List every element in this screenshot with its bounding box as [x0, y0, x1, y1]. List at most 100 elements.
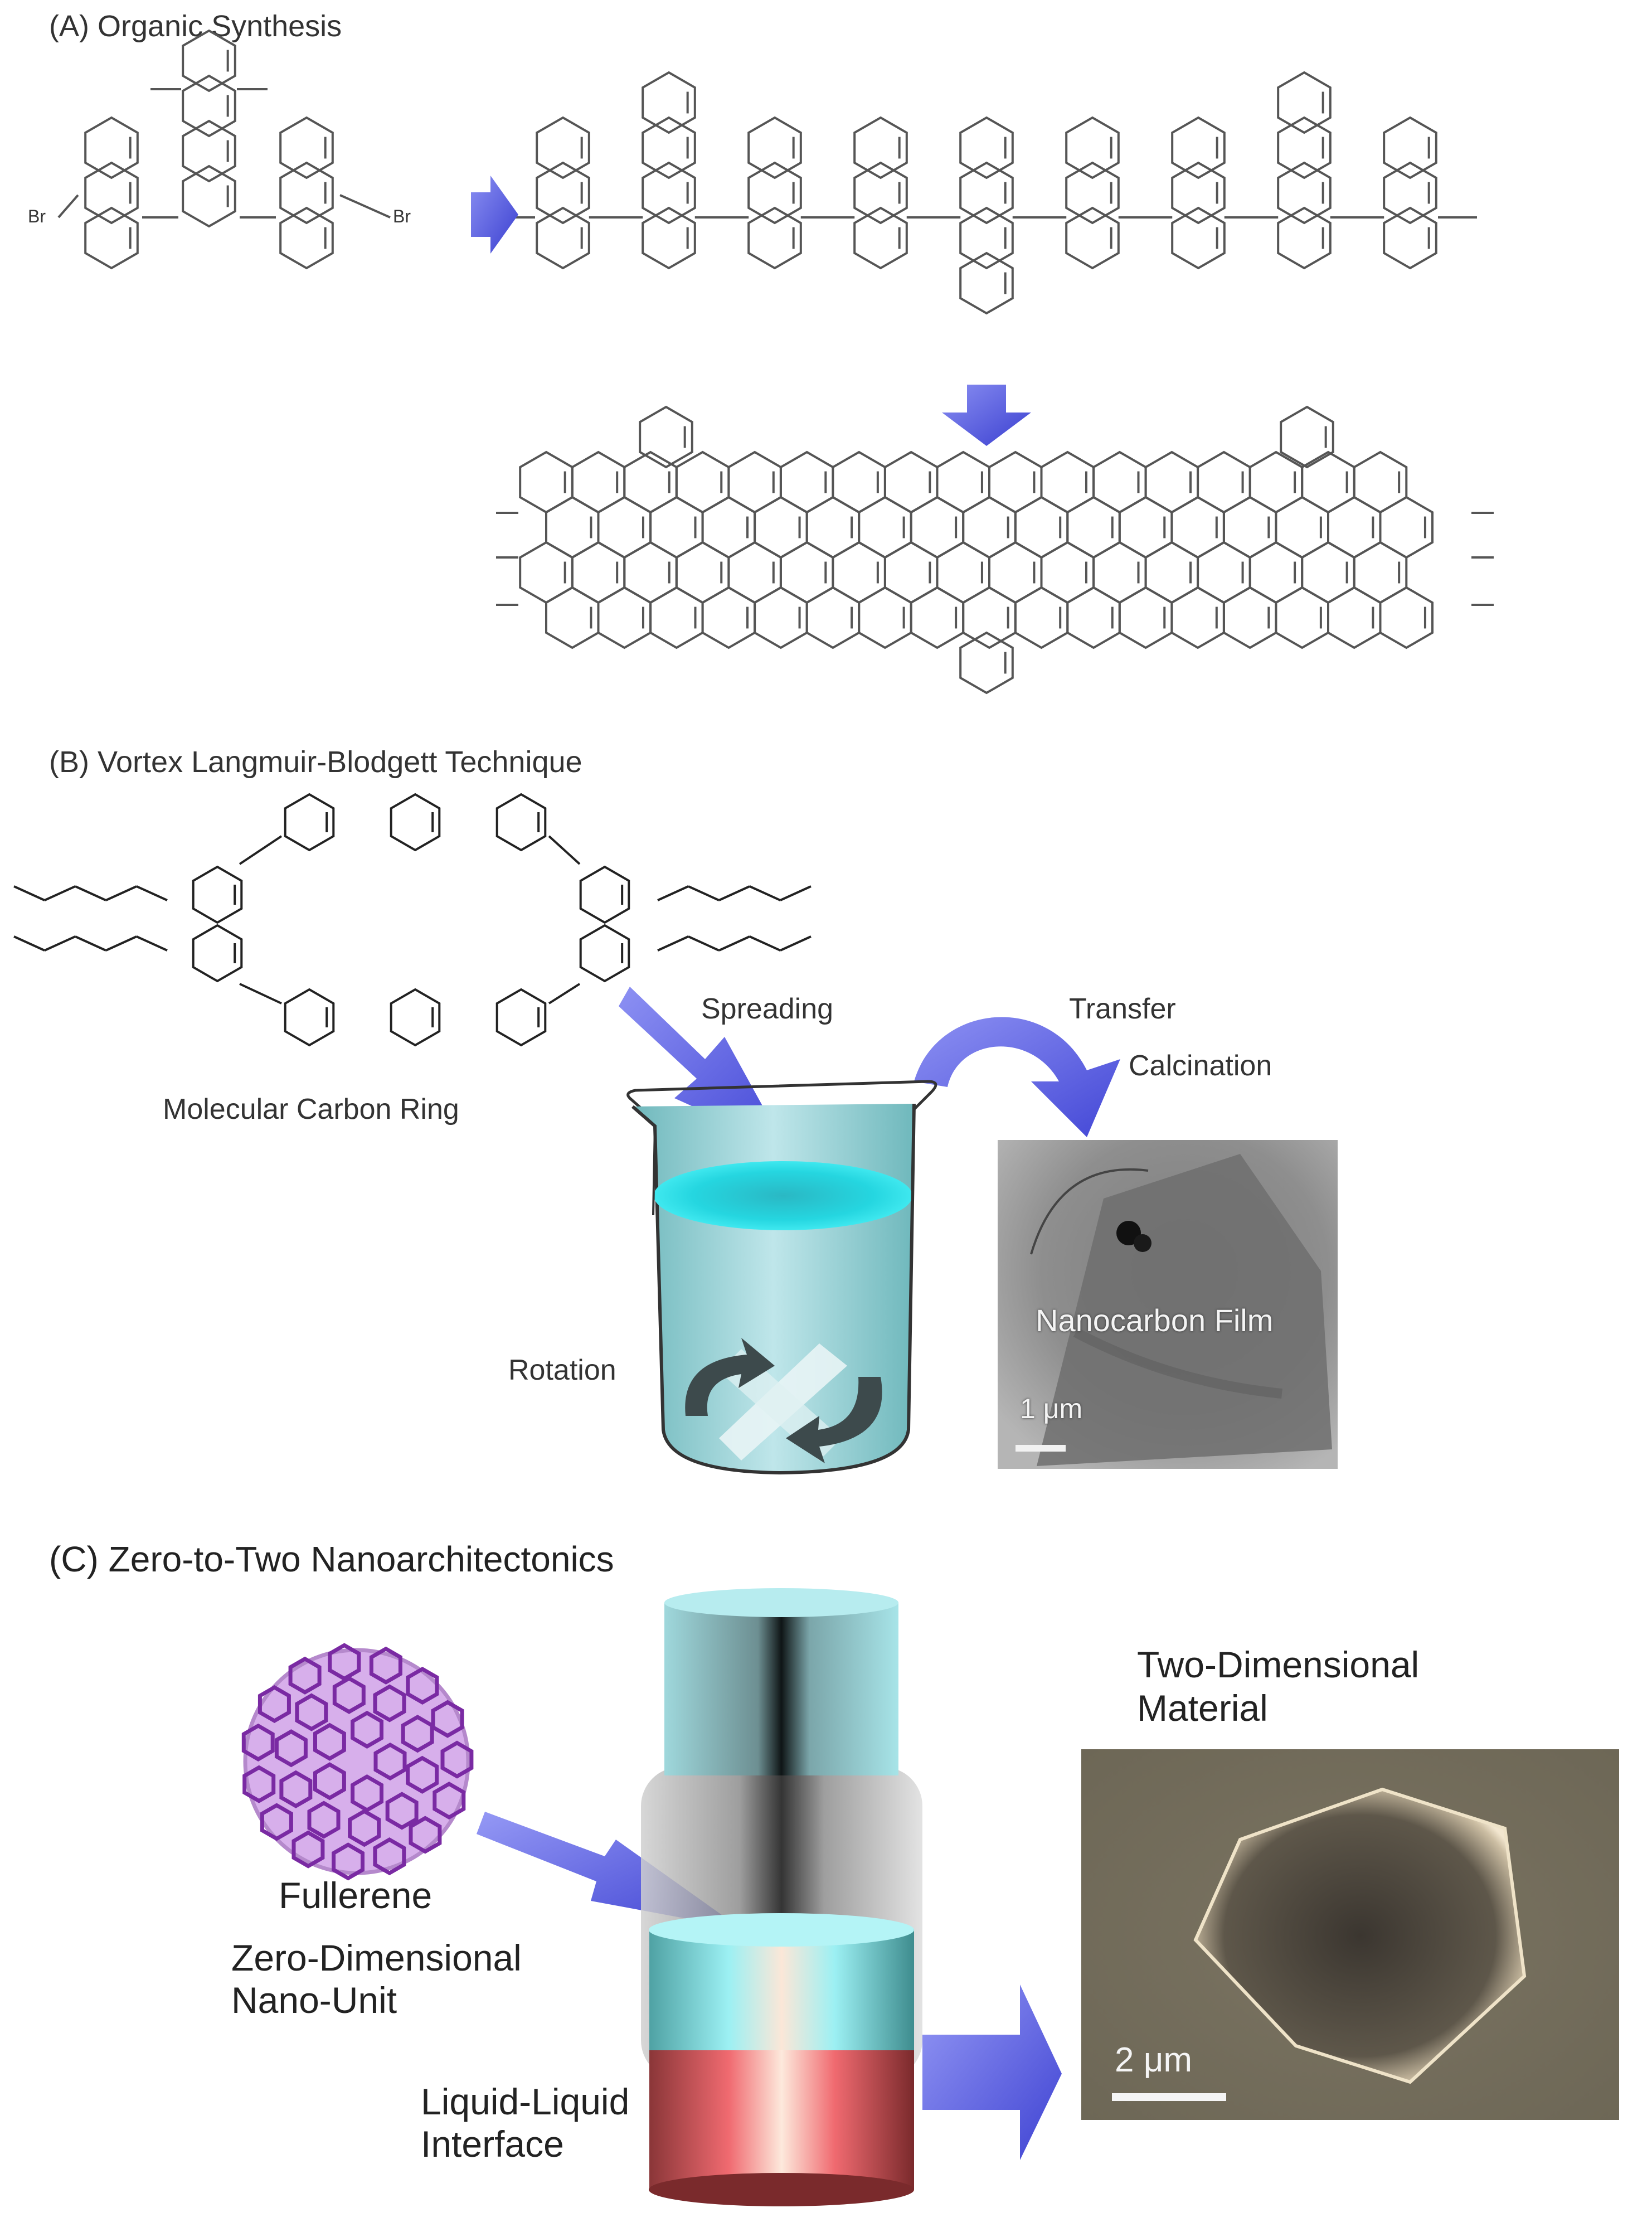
hexagonal-crystal	[1193, 1787, 1527, 2084]
phenanthrene-ring	[579, 924, 630, 983]
fullerene-face	[348, 1809, 381, 1847]
transfer-arrow	[914, 1017, 1120, 1137]
fullerene-face	[295, 1693, 328, 1731]
fullerene-face	[328, 1643, 361, 1681]
benzene-ring	[182, 29, 236, 93]
benzene-ring	[1277, 71, 1332, 134]
organic-synthesis-scheme	[57, 29, 1494, 695]
vial	[641, 1588, 922, 2206]
benzene-ring	[1171, 161, 1226, 225]
reaction-arrow-right	[471, 176, 518, 254]
bond-link	[548, 983, 581, 1005]
bond-link	[239, 983, 282, 1005]
benzene-ring	[84, 116, 139, 179]
benzene-ring	[1277, 116, 1332, 179]
benzene-ring	[642, 206, 696, 270]
butoxy-chain	[749, 935, 781, 952]
fullerene-face	[431, 1700, 464, 1738]
benzene-ring	[84, 161, 139, 225]
liquid-interface	[649, 1913, 914, 1947]
phenanthrene-ring	[579, 865, 630, 924]
butoxy-chain	[749, 885, 781, 901]
sem-image	[1081, 1749, 1619, 2120]
ribbon-edge-ring	[1280, 405, 1334, 469]
benzene-ring	[642, 116, 696, 179]
fullerene-face	[385, 1792, 419, 1830]
fullerene-face	[406, 1755, 439, 1794]
benzene-ring	[182, 164, 236, 228]
vortex-lb-scheme	[13, 793, 1338, 1475]
benzene-ring	[853, 161, 908, 225]
fullerene-molecule	[241, 1643, 474, 1881]
bond-br-right	[339, 194, 391, 219]
benzene-ring	[1065, 161, 1120, 225]
monomer-structure	[57, 29, 391, 270]
bond-link	[548, 835, 581, 865]
fullerene-face	[242, 1765, 276, 1803]
fullerene-face	[373, 1837, 406, 1876]
benzene-ring	[959, 161, 1014, 225]
butoxy-chain	[688, 935, 720, 952]
benzene-ring	[1065, 116, 1120, 179]
tem-image	[998, 1140, 1338, 1469]
ribbon-ring	[1379, 586, 1434, 649]
butoxy-chain	[136, 885, 168, 901]
bromine-left-label: Br	[28, 206, 46, 226]
beaker	[626, 1080, 937, 1475]
butoxy-chain	[718, 885, 750, 901]
sem-scale-label: 2 μm	[1115, 2041, 1193, 2079]
benzene-ring	[959, 116, 1014, 179]
reaction-arrow-down	[942, 385, 1031, 446]
fullerene-label: Fullerene	[279, 1875, 433, 1916]
butoxy-chain	[657, 885, 689, 901]
benzene-ring	[1383, 116, 1437, 179]
fullerene-face	[257, 1685, 291, 1724]
rotation-arrow-right	[786, 1377, 882, 1463]
benzene-ring	[536, 116, 590, 179]
phenylene-ring	[284, 793, 335, 852]
benzene-ring	[1065, 206, 1120, 270]
benzene-ring	[1383, 206, 1437, 270]
fullerene-face	[369, 1646, 402, 1685]
graphene-nanoribbon-structure	[496, 405, 1494, 695]
butoxy-chain	[718, 935, 750, 952]
phenylene-ring	[390, 793, 441, 852]
fullerene-face	[288, 1656, 322, 1695]
benzene-ring	[1277, 161, 1332, 225]
butoxy-chain	[75, 935, 106, 952]
phenylene-ring	[495, 793, 547, 852]
rotation-arrow-left	[685, 1338, 775, 1416]
benzene-ring	[182, 74, 236, 138]
butoxy-chain	[105, 885, 137, 901]
benzene-ring	[853, 116, 908, 179]
rotation-label: Rotation	[508, 1354, 616, 1386]
fullerene-face	[307, 1801, 341, 1839]
benzene-ring	[747, 206, 802, 270]
two-dimensional-label-line2: Material	[1137, 1687, 1268, 1729]
fullerene-face	[351, 1710, 383, 1749]
benzene-ring	[536, 161, 590, 225]
spreading-label: Spreading	[701, 993, 834, 1025]
benzene-ring	[959, 206, 1014, 270]
butoxy-chain	[75, 885, 106, 901]
benzene-ring	[1277, 206, 1332, 270]
fullerene-face	[373, 1742, 407, 1781]
phenanthrene-ring	[192, 865, 243, 924]
transfer-label: Transfer	[1069, 993, 1176, 1025]
fullerene-face	[274, 1729, 308, 1768]
benzene-ring	[182, 119, 236, 183]
butoxy-chain	[44, 935, 76, 952]
benzene-ring	[747, 116, 802, 179]
benzene-ring	[279, 206, 334, 270]
phenylene-ring	[390, 988, 441, 1047]
calcination-label: Calcination	[1129, 1050, 1272, 1082]
ribbon-edge-ring	[959, 631, 1014, 695]
fullerene-face	[373, 1684, 406, 1722]
butoxy-chain	[13, 935, 45, 952]
benzene-ring	[853, 206, 908, 270]
liquid-interface-label-line2: Interface	[421, 2123, 564, 2165]
benzene-ring	[279, 161, 334, 225]
benzene-ring	[642, 161, 696, 225]
fullerene-face	[260, 1803, 293, 1841]
benzene-ring	[279, 116, 334, 179]
